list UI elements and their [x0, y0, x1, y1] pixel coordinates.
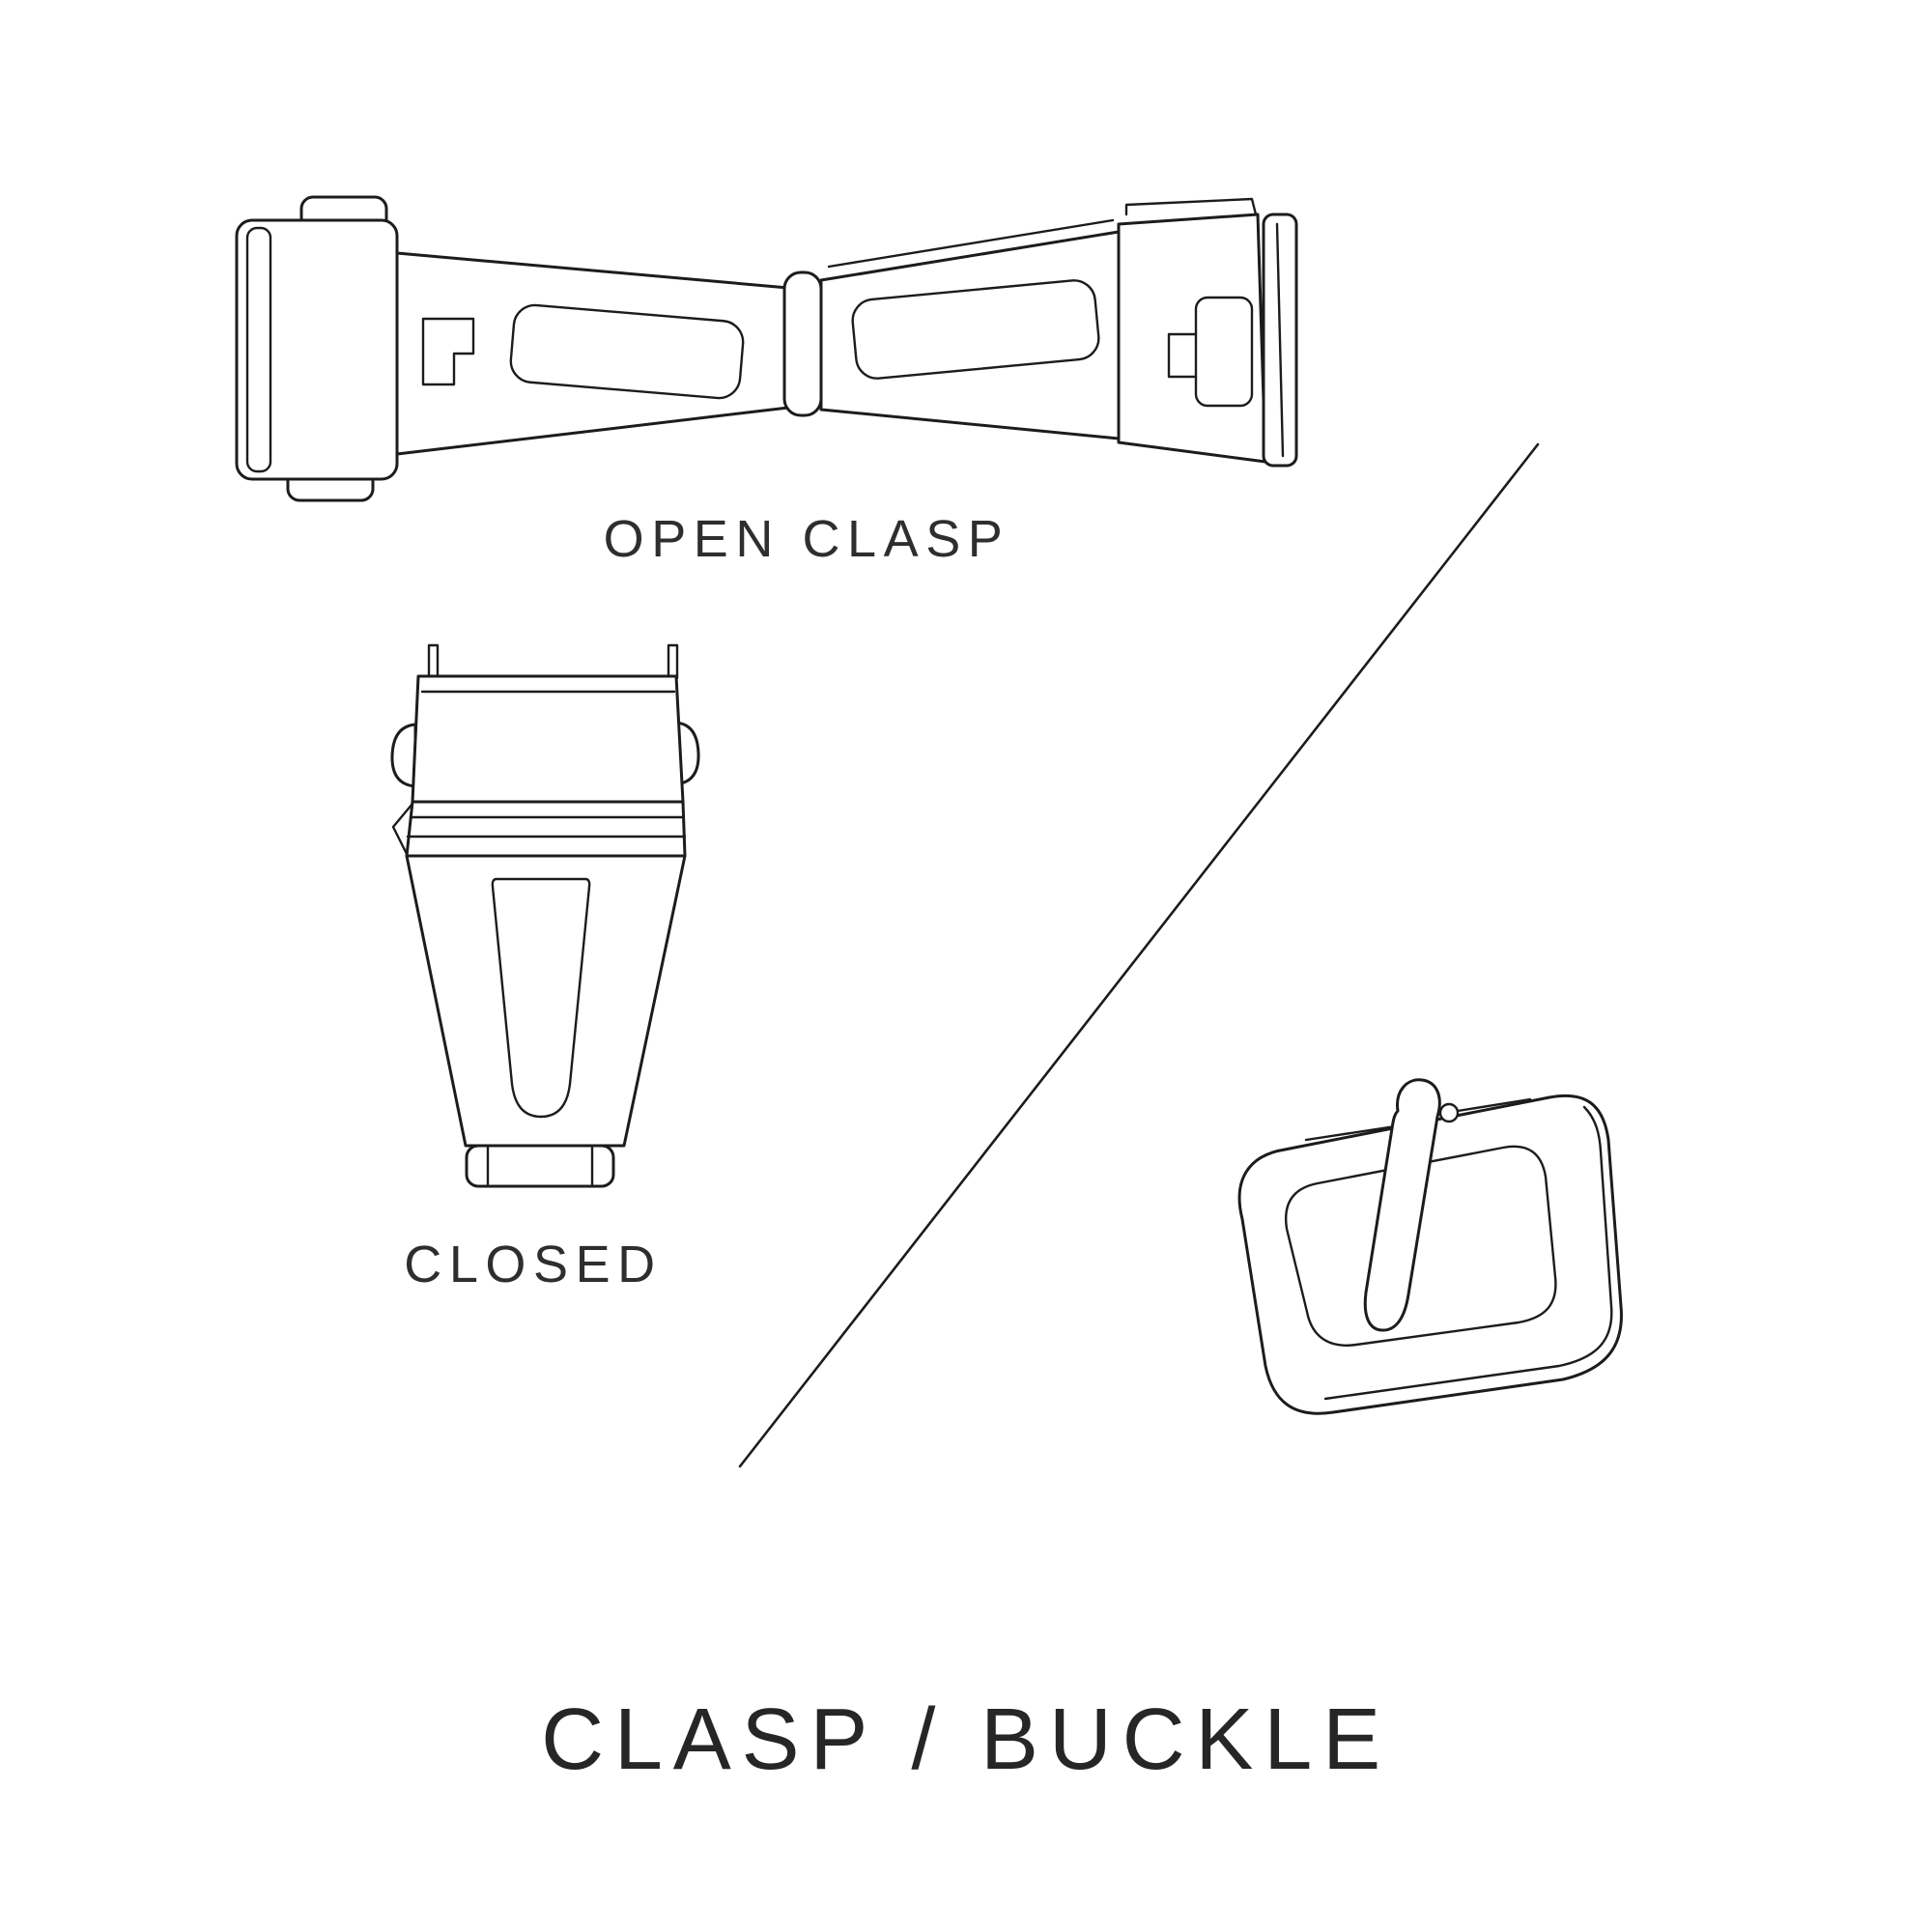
clasp-right-arm-edge: [827, 218, 1115, 269]
clasp-latch-cutout: [1194, 296, 1254, 408]
closed-clasp-illustration: [390, 643, 700, 1188]
clasp-end-bar-line: [1275, 222, 1285, 458]
buckle-frame: [1237, 1094, 1623, 1415]
open-clasp-illustration: [235, 195, 1298, 502]
clasp-right-end: [1117, 213, 1267, 464]
buckle-axle-coil: [1438, 1102, 1460, 1123]
closed-top-plate: [411, 674, 685, 804]
closed-body: [405, 854, 687, 1148]
closed-band-notch: [391, 802, 414, 856]
buckle-opening: [1284, 1145, 1557, 1347]
buckle-illustration: [1237, 1078, 1623, 1415]
page-title: CLASP / BUCKLE: [541, 1691, 1391, 1788]
buckle-axle-left: [1304, 1124, 1397, 1142]
clasp-center-hinge: [782, 270, 823, 417]
buckle-axle-right: [1456, 1097, 1532, 1113]
clasp-right-end-step: [1124, 197, 1258, 216]
closed-band: [405, 800, 687, 858]
clasp-hook-cutout: [421, 317, 475, 386]
open-clasp-label: OPEN CLASP: [603, 510, 1010, 568]
clasp-cover-block: [235, 218, 399, 481]
clasp-right-arm: [819, 230, 1121, 440]
closed-prong-left: [427, 643, 440, 680]
buckle-tongue: [1363, 1078, 1441, 1332]
clasp-left-slot: [509, 303, 745, 400]
closed-prong-right: [667, 643, 679, 680]
clasp-latch-hook: [1167, 332, 1198, 379]
divider-line: [738, 442, 1540, 1468]
clasp-right-slot: [851, 279, 1100, 380]
closed-end-link: [465, 1144, 615, 1188]
closed-ear-left: [390, 723, 417, 788]
clasp-cover-fold-edge: [245, 226, 272, 473]
closed-body-slot: [491, 877, 591, 1119]
closed-label: CLOSED: [404, 1236, 663, 1293]
buckle-edge-thickness: [1323, 1105, 1613, 1401]
